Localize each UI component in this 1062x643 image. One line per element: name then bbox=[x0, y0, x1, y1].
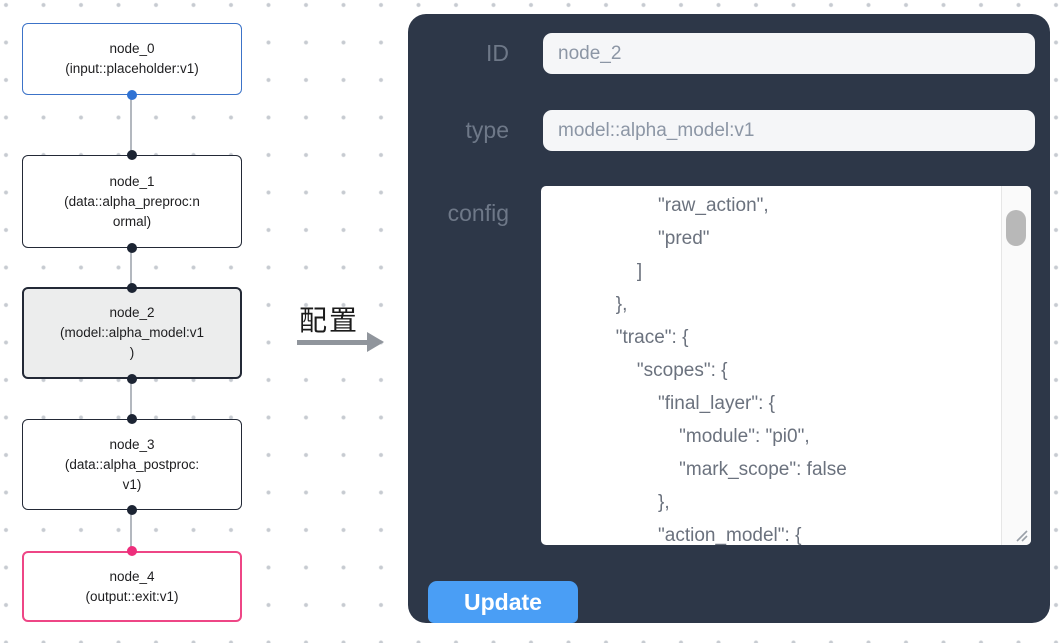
node-config-panel: ID type config "raw_action", "pred" ] },… bbox=[408, 14, 1050, 623]
flow-node-node_3[interactable]: node_3 (data::alpha_postproc: v1) bbox=[22, 419, 242, 510]
id-field-label: ID bbox=[486, 40, 509, 66]
node-title: node_0 bbox=[109, 41, 155, 56]
connection-port[interactable] bbox=[127, 414, 137, 424]
config-textarea[interactable]: "raw_action", "pred" ] }, "trace": { "sc… bbox=[541, 186, 1031, 545]
connection-port[interactable] bbox=[127, 243, 137, 253]
connection-port[interactable] bbox=[127, 505, 137, 515]
connection-port[interactable] bbox=[127, 374, 137, 384]
flow-node-node_4[interactable]: node_4 (output::exit:v1) bbox=[22, 551, 242, 622]
node-title: node_4 bbox=[109, 568, 155, 584]
node-title: node_1 bbox=[109, 173, 155, 189]
connection-port[interactable] bbox=[127, 90, 137, 100]
node-subtitle: (input::placeholder:v1) bbox=[65, 61, 199, 76]
type-input[interactable] bbox=[543, 110, 1035, 151]
id-input[interactable] bbox=[543, 33, 1035, 74]
config-scrollbar[interactable] bbox=[1001, 186, 1031, 545]
connection-port[interactable] bbox=[127, 150, 137, 160]
flow-node-node_0[interactable]: node_0 (input::placeholder:v1) bbox=[22, 23, 242, 95]
update-button[interactable]: Update bbox=[428, 581, 578, 623]
scrollbar-thumb[interactable] bbox=[1006, 210, 1026, 246]
connection-port[interactable] bbox=[127, 546, 137, 556]
config-json-text[interactable]: "raw_action", "pred" ] }, "trace": { "sc… bbox=[615, 195, 847, 545]
configure-annotation-label: 配置 bbox=[299, 305, 360, 336]
node-subtitle: (data::alpha_postproc: v1) bbox=[64, 456, 200, 492]
config-field-label: config bbox=[447, 200, 509, 226]
node-title: node_3 bbox=[109, 436, 155, 452]
arrow-right-icon bbox=[297, 340, 369, 345]
arrow-right-icon bbox=[367, 332, 384, 352]
node-subtitle: (data::alpha_preproc:n ormal) bbox=[64, 193, 200, 229]
node-subtitle: (output::exit:v1) bbox=[85, 588, 179, 604]
connection-port[interactable] bbox=[127, 283, 137, 293]
resize-handle-icon[interactable] bbox=[1013, 527, 1028, 542]
flow-node-node_1[interactable]: node_1 (data::alpha_preproc:n ormal) bbox=[22, 155, 242, 248]
node-subtitle: (model::alpha_model:v1 ) bbox=[59, 325, 205, 360]
flow-node-node_2-selected[interactable]: node_2 (model::alpha_model:v1 ) bbox=[22, 287, 242, 379]
node-title: node_2 bbox=[109, 305, 155, 320]
type-field-label: type bbox=[465, 117, 509, 143]
